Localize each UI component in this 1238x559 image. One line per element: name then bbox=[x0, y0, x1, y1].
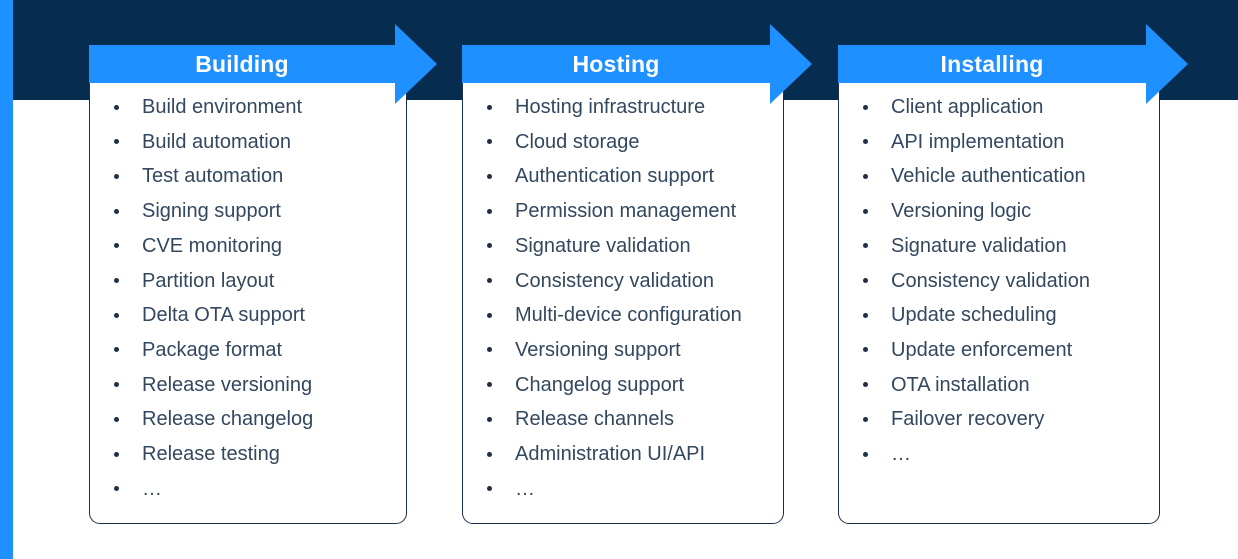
bullet-icon bbox=[487, 312, 492, 318]
list-item: Build automation bbox=[142, 130, 291, 153]
bullet-icon bbox=[114, 139, 119, 145]
bullet-icon bbox=[114, 451, 119, 457]
list-item: Client application bbox=[891, 96, 1044, 118]
list-item: Release testing bbox=[142, 443, 280, 465]
list-item: Authentication support bbox=[515, 165, 715, 188]
bullet-icon bbox=[114, 382, 119, 388]
list-item: Multi-device configuration bbox=[515, 304, 742, 327]
column-title: Hosting bbox=[572, 51, 660, 77]
list-item: Signature validation bbox=[515, 234, 691, 257]
bullet-icon bbox=[114, 347, 119, 353]
list-item: Changelog support bbox=[515, 373, 685, 396]
arrow-shape bbox=[838, 24, 1188, 104]
arrow-header-building bbox=[89, 24, 437, 104]
list-item: Failover recovery bbox=[891, 408, 1045, 431]
list-item: Package format bbox=[142, 338, 283, 361]
bullet-icon bbox=[114, 173, 119, 179]
list-item: OTA installation bbox=[891, 373, 1030, 396]
list-item: … bbox=[142, 477, 162, 500]
list-item: Administration UI/API bbox=[515, 443, 706, 465]
list-item: Build environment bbox=[142, 96, 303, 118]
arrow-header-hosting bbox=[462, 24, 812, 104]
bullet-icon bbox=[863, 278, 868, 283]
bullet-icon bbox=[487, 173, 492, 179]
bullet-icon bbox=[863, 243, 868, 249]
bullet-icon bbox=[487, 104, 492, 110]
list-item: Update enforcement bbox=[891, 338, 1073, 361]
bullet-icon bbox=[114, 278, 119, 283]
list-item: Vehicle authentication bbox=[891, 165, 1086, 188]
bullet-icon bbox=[487, 278, 492, 283]
list-item: Signing support bbox=[142, 200, 281, 223]
list-item: Release channels bbox=[515, 408, 674, 431]
bullet-icon bbox=[863, 173, 868, 179]
list-item: Delta OTA support bbox=[142, 304, 306, 327]
arrow-shape bbox=[462, 24, 812, 104]
arrow-shape bbox=[89, 24, 437, 104]
left-accent-stripe bbox=[0, 0, 13, 559]
list-item: Signature validation bbox=[891, 234, 1067, 257]
bullet-icon bbox=[863, 104, 868, 110]
column-card-building bbox=[89, 60, 407, 524]
bullet-icon bbox=[487, 139, 492, 145]
bullet-icon bbox=[863, 312, 868, 318]
list-item: Update scheduling bbox=[891, 304, 1057, 327]
list-item: Cloud storage bbox=[515, 130, 640, 153]
arrow-header-installing bbox=[838, 24, 1188, 104]
bullet-icon bbox=[863, 451, 868, 457]
list-item: … bbox=[891, 443, 911, 465]
bullet-icon bbox=[487, 451, 492, 457]
bullet-icon bbox=[487, 208, 492, 214]
column-card-installing bbox=[838, 60, 1160, 524]
list-item: Versioning logic bbox=[891, 200, 1032, 223]
bullet-icon bbox=[863, 416, 868, 422]
bullet-icon bbox=[487, 347, 492, 353]
bullet-icon bbox=[487, 486, 492, 492]
bullet-icon bbox=[114, 312, 119, 318]
bullet-icon bbox=[114, 208, 119, 214]
column-title: Building bbox=[195, 51, 289, 77]
list-item: Partition layout bbox=[142, 269, 275, 292]
column-title: Installing bbox=[940, 51, 1044, 77]
list-item: Release changelog bbox=[142, 408, 314, 431]
bullet-icon bbox=[114, 416, 119, 422]
list-item: Permission management bbox=[515, 200, 737, 223]
list-item: Consistency validation bbox=[891, 269, 1090, 292]
bullet-icon bbox=[863, 208, 868, 214]
bullet-icon bbox=[487, 416, 492, 422]
list-item: Consistency validation bbox=[515, 269, 714, 292]
bullet-icon bbox=[114, 243, 119, 249]
bullet-icon bbox=[863, 139, 868, 145]
bullet-icon bbox=[863, 382, 868, 388]
list-item: Test automation bbox=[142, 165, 284, 188]
bullet-icon bbox=[863, 347, 868, 353]
list-item: Release versioning bbox=[142, 373, 313, 396]
list-item: Hosting infrastructure bbox=[515, 96, 706, 118]
list-item: CVE monitoring bbox=[142, 234, 283, 257]
bullet-icon bbox=[487, 243, 492, 249]
list-item: … bbox=[515, 477, 535, 500]
list-item: Versioning support bbox=[515, 338, 681, 361]
bullet-icon bbox=[114, 104, 119, 110]
bullet-icon bbox=[114, 486, 119, 492]
bullet-icon bbox=[487, 382, 492, 388]
list-item: API implementation bbox=[891, 130, 1065, 153]
